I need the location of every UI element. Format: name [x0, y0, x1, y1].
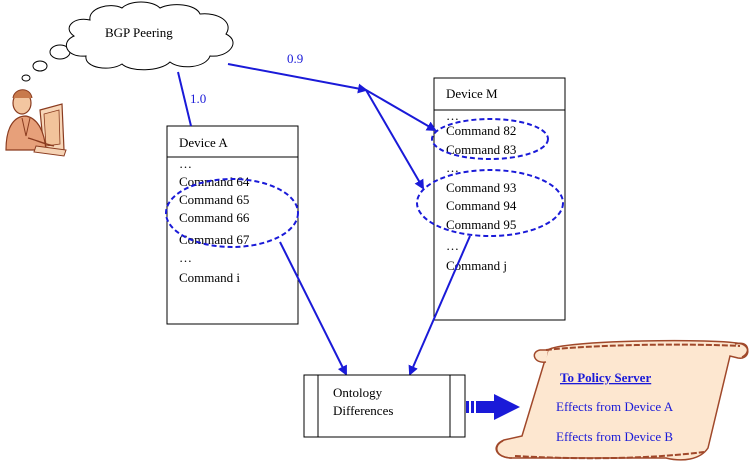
- device-m-command-0: …: [446, 108, 459, 123]
- edge-cloud-to-device-a: [177, 71, 192, 127]
- edge-junction-to-commands-93: [365, 89, 425, 190]
- device-m-command-4: Command 93: [446, 180, 516, 195]
- device-a-command-1: Command 64: [179, 174, 250, 189]
- edge-label-device-a: 1.0: [190, 91, 206, 106]
- device-m-box: Device M … Command 82 Command 83 … Comma…: [433, 77, 566, 321]
- person-at-computer-icon: [5, 89, 67, 157]
- device-a-command-6: Command i: [179, 270, 240, 285]
- device-a-title: Device A: [179, 135, 228, 150]
- scroll-item-0: Effects from Device A: [556, 399, 674, 414]
- device-m-command-7: …: [446, 238, 459, 253]
- device-a-command-0: …: [179, 156, 192, 171]
- ontology-line-2: Differences: [333, 403, 393, 418]
- thought-bubble-small: [21, 74, 31, 82]
- device-m-command-8: Command j: [446, 258, 507, 273]
- scroll-heading: To Policy Server: [560, 370, 651, 385]
- device-a-box: Device A … Command 64 Command 65 Command…: [166, 125, 299, 325]
- thought-bubble-medium: [32, 60, 48, 72]
- device-a-selection-ellipse: [165, 178, 299, 248]
- device-a-command-4: Command 67: [179, 232, 250, 247]
- device-a-command-5: …: [179, 250, 192, 265]
- scroll-item-1: Effects from Device B: [556, 429, 673, 444]
- striped-arrow-to-policy-server: [466, 394, 520, 420]
- device-m-selection-ellipse-bottom: [416, 169, 564, 237]
- edge-cloud-to-junction: [227, 63, 368, 94]
- device-m-command-1: Command 82: [446, 123, 516, 138]
- device-m-command-5: Command 94: [446, 198, 517, 213]
- policy-server-scroll: To Policy Server Effects from Device A E…: [495, 339, 749, 461]
- cloud-label: BGP Peering: [105, 25, 173, 40]
- edge-device-a-to-ontology: [279, 241, 347, 376]
- ontology-differences-box: Ontology Differences: [303, 374, 466, 438]
- device-m-selection-ellipse-top: [431, 118, 549, 160]
- edge-junction-to-commands-82: [365, 89, 437, 132]
- device-m-command-2: Command 83: [446, 142, 516, 157]
- device-a-command-3: Command 66: [179, 210, 250, 225]
- device-m-title: Device M: [446, 86, 498, 101]
- device-m-command-6: Command 95: [446, 217, 516, 232]
- device-a-command-2: Command 65: [179, 192, 249, 207]
- edge-device-m-to-ontology: [408, 235, 471, 376]
- device-m-command-3: …: [446, 160, 459, 175]
- edge-label-device-m: 0.9: [287, 51, 303, 66]
- ontology-line-1: Ontology: [333, 385, 383, 400]
- bgp-peering-cloud: BGP Peering: [65, 1, 234, 71]
